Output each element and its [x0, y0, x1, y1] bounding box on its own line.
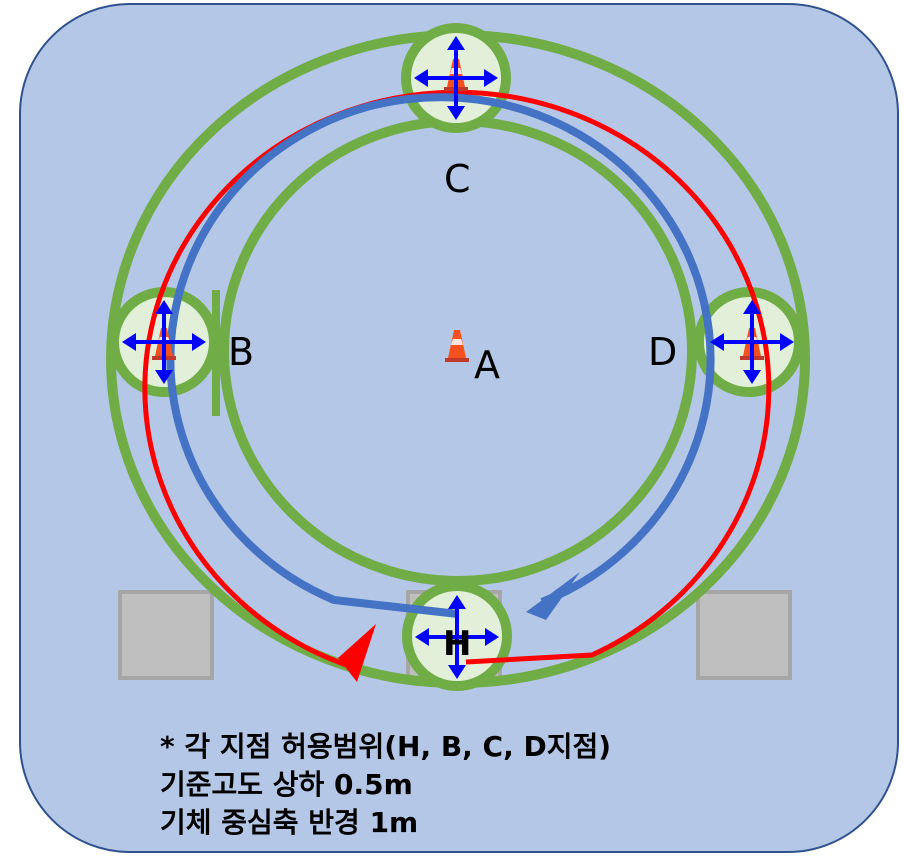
note-line-3: 기체 중심축 반경 1m: [160, 806, 419, 839]
checkpoint-b-bar: [212, 290, 220, 416]
point-label-d: D: [648, 330, 678, 374]
tolerance-notes: * 각 지점 허용범위(H, B, C, D지점) 기준고도 상하 0.5m 기…: [160, 728, 611, 842]
field-background: [19, 3, 899, 853]
gray-box-right: [696, 590, 792, 680]
blue-flight-path: [166, 93, 715, 618]
note-line-1: * 각 지점 허용범위(H, B, C, D지점): [160, 730, 612, 763]
point-label-a: A: [474, 343, 500, 387]
red-path-arrowhead: [338, 624, 376, 682]
gray-box-left: [118, 590, 214, 680]
note-line-2: 기준고도 상하 0.5m: [160, 768, 413, 801]
point-label-c: C: [444, 157, 471, 201]
point-label-b: B: [228, 330, 255, 374]
point-label-h: H: [443, 624, 472, 664]
red-flight-path: [142, 89, 772, 671]
blue-path-arrowhead: [526, 572, 580, 620]
